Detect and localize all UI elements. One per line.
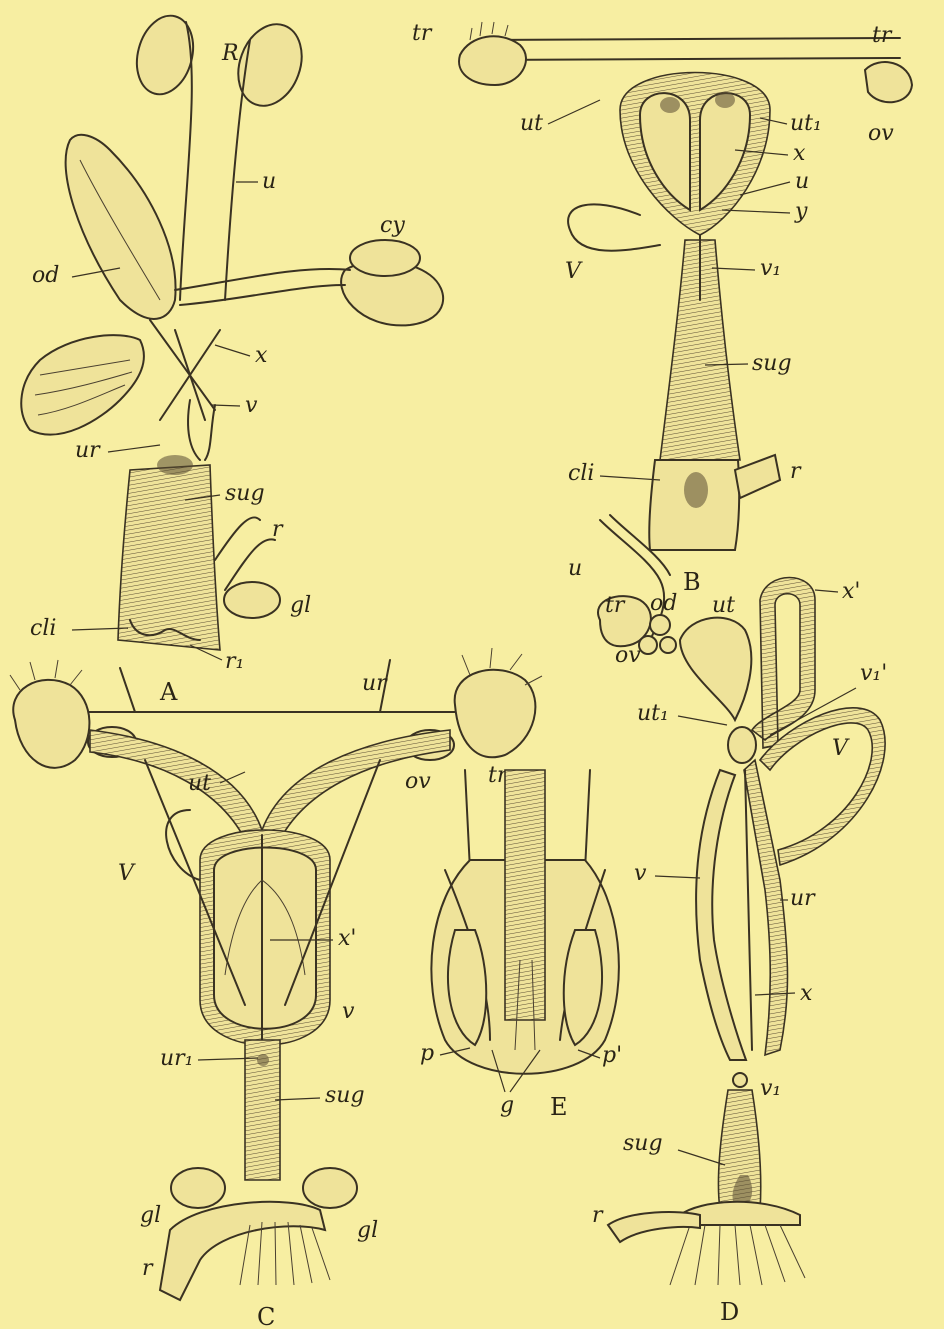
label-a-gl: gl <box>290 593 311 618</box>
label-d-od: od <box>650 591 677 616</box>
v1-node-d <box>733 1073 747 1087</box>
label-b-r: r <box>790 459 802 484</box>
label-b-x: x <box>793 141 806 166</box>
kidney-right <box>227 15 312 114</box>
gland-gl-a <box>224 582 280 618</box>
label-d-ov: ov <box>615 643 641 668</box>
label-d-V: V <box>832 736 850 761</box>
label-b-y: y <box>794 199 808 224</box>
tuba-left-b <box>459 36 526 85</box>
label-b-tr-left: tr <box>412 21 433 46</box>
label-d-v1: v₁ <box>760 1076 781 1101</box>
label-c-ut: ut <box>188 771 211 796</box>
figure-a: R u cy od x v ur sug r gl cli r₁ A <box>21 9 443 706</box>
label-e-g: g <box>500 1093 514 1118</box>
label-a-od: od <box>32 263 59 288</box>
label-b-sug: sug <box>752 351 792 376</box>
label-c-V: V <box>118 861 136 886</box>
label-e-p: p <box>420 1041 434 1066</box>
caption-b: B <box>683 568 701 596</box>
label-d-x-prime: x' <box>842 579 860 604</box>
coiled-body-left <box>21 335 144 434</box>
label-a-x: x <box>255 343 268 368</box>
label-b-cli: cli <box>568 461 594 486</box>
label-d-x: x <box>800 981 813 1006</box>
label-c-x-prime: x' <box>338 926 356 951</box>
label-c-ur1: ur₁ <box>160 1046 194 1071</box>
label-c-sug: sug <box>325 1083 365 1108</box>
label-c-gl-left: gl <box>140 1203 161 1228</box>
tuba-left-c <box>13 680 89 768</box>
label-b-tr-right: tr <box>872 23 893 48</box>
label-a-r1: r₁ <box>225 649 244 674</box>
ovary-right-b <box>865 62 912 102</box>
oviduct-od <box>66 135 176 319</box>
label-a-cli: cli <box>30 616 56 641</box>
sinus-urogenitalis-a <box>118 465 220 650</box>
gland-right-c <box>303 1168 357 1208</box>
figure-b: tr tr ut ut₁ ov x u y V v₁ sug cli r B <box>412 21 912 596</box>
label-d-sug: sug <box>623 1131 663 1156</box>
caption-c: C <box>257 1303 275 1329</box>
label-d-tr: tr <box>605 593 626 618</box>
label-a-sug: sug <box>225 481 265 506</box>
vesicle-V-b <box>568 204 660 250</box>
label-b-v1: v₁ <box>760 256 781 281</box>
label-d-r: r <box>592 1203 604 1228</box>
label-d-ut: ut <box>712 593 735 618</box>
label-b-ut: ut <box>520 111 543 136</box>
rectum-b <box>735 455 780 498</box>
label-a-ur: ur <box>75 438 101 463</box>
label-d-ur: ur <box>790 886 816 911</box>
label-a-cy: cy <box>380 213 405 238</box>
caption-a: A <box>159 678 178 706</box>
label-c-ov: ov <box>405 769 431 794</box>
label-a-v: v <box>245 393 258 418</box>
label-a-u: u <box>262 169 276 194</box>
label-b-ut1: ut₁ <box>790 111 822 136</box>
label-b-V: V <box>565 259 583 284</box>
vesicle-V-c <box>166 810 200 880</box>
tuba-right-c <box>455 670 536 757</box>
caption-d: D <box>720 1298 739 1326</box>
vagina-v-d <box>696 770 746 1060</box>
label-b-u: u <box>795 169 809 194</box>
label-c-ur: ur <box>362 671 388 696</box>
label-b-ov: ov <box>868 121 894 146</box>
caption-e: E <box>550 1093 568 1121</box>
gland-left-c <box>171 1168 225 1208</box>
uterus-d <box>680 618 751 720</box>
label-e-p-prime: p' <box>602 1043 622 1068</box>
label-d-v: v <box>634 861 647 886</box>
figure-d: u tr od ut ov x' v₁' ut₁ V v ur x v₁ sug… <box>568 515 887 1326</box>
label-d-v-prime: v₁' <box>860 661 887 686</box>
label-a-r: r <box>272 517 284 542</box>
rectum-c <box>160 1202 325 1300</box>
figure-e: p p' g E <box>420 770 622 1121</box>
label-c-gl-right: gl <box>357 1218 378 1243</box>
label-d-u: u <box>568 556 582 581</box>
label-c-r: r <box>142 1256 154 1281</box>
label-a-R: R <box>221 41 239 66</box>
label-c-v: v <box>342 999 355 1024</box>
label-d-ut1: ut₁ <box>637 701 669 726</box>
